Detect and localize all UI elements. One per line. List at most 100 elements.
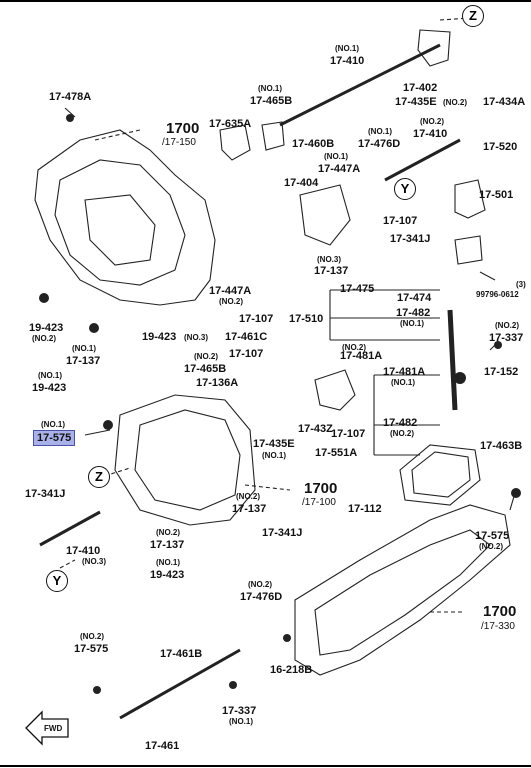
shift-rod-17-461B: [119, 648, 241, 720]
label-17-476D-top[interactable]: 17-476D: [358, 138, 401, 150]
label-17-575-a-tag: (NO.1): [41, 420, 65, 429]
label-17-137-no2-tag: (NO.2): [236, 492, 260, 501]
label-17-447A-top-tag: (NO.1): [324, 152, 348, 161]
switch-17-575-no1: [103, 420, 113, 430]
label-1700-b[interactable]: 1700: [304, 480, 338, 497]
label-17-43Z[interactable]: 17-43Z: [298, 423, 333, 435]
cover-plate: [399, 444, 481, 506]
label-17-341J-b[interactable]: 17-341J: [25, 488, 66, 500]
label-17-341J-c[interactable]: 17-341J: [262, 527, 303, 539]
label-16-218B[interactable]: 16-218B: [270, 664, 313, 676]
label-99796-0612[interactable]: 99796-0612: [476, 290, 519, 299]
label-17-461[interactable]: 17-461: [145, 740, 180, 752]
label-17-435E-mid-tag: (NO.1): [262, 451, 286, 460]
label-17-482-a[interactable]: 17-482: [396, 307, 431, 319]
bellhousing-outline: [34, 129, 216, 306]
label-17-510[interactable]: 17-510: [289, 313, 324, 325]
plug-19-423-no3: [89, 323, 99, 333]
label-17-551A[interactable]: 17-551A: [315, 447, 358, 459]
label-17-481A-a-tag: (NO.2): [342, 343, 366, 352]
label-17-481A-b[interactable]: 17-481A: [383, 366, 426, 378]
top-border: [0, 0, 531, 2]
label-17-447A-top[interactable]: 17-447A: [318, 163, 361, 175]
label-17-410-top[interactable]: 17-410: [330, 55, 365, 67]
label-17-476D-b[interactable]: 17-476D: [240, 591, 283, 603]
label-17-434A[interactable]: 17-434A: [483, 96, 526, 108]
label-17-463B[interactable]: 17-463B: [480, 440, 523, 452]
fwd-label: FWD: [44, 724, 63, 733]
label-17-136A[interactable]: 17-136A: [196, 377, 239, 389]
shift-fork-17-402: [417, 29, 451, 67]
label-19-423-c[interactable]: 19-423: [32, 382, 67, 394]
label-17-476D-b-tag: (NO.2): [248, 580, 272, 589]
shift-rod-no2: [384, 138, 461, 182]
label-17-481A-a[interactable]: 17-481A: [340, 350, 383, 362]
label-17-337-a[interactable]: 17-337: [489, 332, 524, 344]
label-17-460B[interactable]: 17-460B: [292, 138, 335, 150]
label-17-435E-mid[interactable]: 17-435E: [253, 438, 295, 450]
label-17-337-b[interactable]: 17-337: [222, 705, 257, 717]
label-17-410-no3[interactable]: 17-410: [66, 545, 101, 557]
label-17-461C[interactable]: 17-461C: [225, 331, 268, 343]
bottom-border: [0, 765, 531, 767]
label-17-107-c[interactable]: 17-107: [229, 348, 264, 360]
label-17-435E-top-tag: (NO.2): [443, 98, 467, 107]
label-17-137-no3-tag: (NO.3): [317, 255, 341, 264]
shift-rod-no1: [279, 43, 441, 127]
label-19-423-c-tag: (NO.1): [38, 371, 62, 380]
label-17-447A-no2[interactable]: 17-447A: [209, 285, 252, 297]
label-17-112[interactable]: 17-112: [348, 503, 382, 515]
label-17-435E-top[interactable]: 17-435E: [395, 96, 437, 108]
label-1700-a[interactable]: 1700: [166, 120, 200, 137]
label-17-137-c[interactable]: 17-137: [232, 503, 267, 515]
label-17-107-b[interactable]: 17-107: [239, 313, 274, 325]
label-17-520[interactable]: 17-520: [483, 141, 518, 153]
label-17-341J-a[interactable]: 17-341J: [390, 233, 431, 245]
ball-17-152: [454, 372, 466, 384]
fwd-arrow-graphic: [25, 710, 69, 746]
label-17-476D-top-tag: (NO.1): [368, 127, 392, 136]
label-17-575-c[interactable]: 17-575: [74, 643, 109, 655]
shift-fork-17-43Z: [314, 369, 356, 411]
label-17-152[interactable]: 17-152: [484, 366, 519, 378]
label-17-465B-mid-tag: (NO.2): [194, 352, 218, 361]
label-17-575-a[interactable]: 17-575: [33, 430, 76, 446]
label-17-465B-mid[interactable]: 17-465B: [184, 363, 227, 375]
label-1700-c[interactable]: 1700: [483, 603, 517, 620]
label-17-575-b-tag: (NO.2): [479, 542, 503, 551]
bush-16-218B: [283, 634, 291, 642]
label-3-tag: (3): [516, 280, 526, 289]
label-17-402[interactable]: 17-402: [403, 82, 438, 94]
callout-y-right: Y: [394, 178, 416, 200]
label-17-474[interactable]: 17-474: [397, 292, 432, 304]
label-17-410-mid[interactable]: 17-410: [413, 128, 448, 140]
label-17-465B-top[interactable]: 17-465B: [250, 95, 293, 107]
label-19-423-a[interactable]: 19-423: [29, 322, 64, 334]
label-17-501[interactable]: 17-501: [479, 189, 514, 201]
label-17-461B[interactable]: 17-461B: [160, 648, 203, 660]
label-17-137-a[interactable]: 17-137: [314, 265, 349, 277]
label-17-475[interactable]: 17-475: [340, 283, 375, 295]
label-19-423-b[interactable]: 19-423: [142, 331, 177, 343]
label-17-137-b[interactable]: 17-137: [66, 355, 101, 367]
label-19-423-d[interactable]: 19-423: [150, 569, 185, 581]
label-17-337-no2-tag: (NO.2): [495, 321, 519, 330]
label-17-482-b[interactable]: 17-482: [383, 417, 418, 429]
label-17-575-b[interactable]: 17-575: [475, 530, 510, 542]
label-17-137-d[interactable]: 17-137: [150, 539, 185, 551]
label-17-410-no3-tag: (NO.3): [82, 557, 106, 566]
label-17-107-d[interactable]: 17-107: [331, 428, 366, 440]
label-17-478A[interactable]: 17-478A: [49, 91, 92, 103]
label-17-107-a[interactable]: 17-107: [383, 215, 418, 227]
label-17-482-a-tag: (NO.1): [400, 319, 424, 328]
transmission-case-outline: [114, 394, 256, 526]
label-17-410-mid-tag: (NO.2): [420, 117, 444, 126]
label-1700-a-ref: /17-150: [162, 137, 196, 148]
label-17-635A-visible[interactable]: 17-635A: [209, 118, 252, 130]
bolt-17-337-no1: [229, 681, 237, 689]
label-17-404[interactable]: 17-404: [284, 177, 319, 189]
callout-y-bottom: Y: [46, 570, 68, 592]
label-19-423-b-tag: (NO.3): [184, 333, 208, 342]
